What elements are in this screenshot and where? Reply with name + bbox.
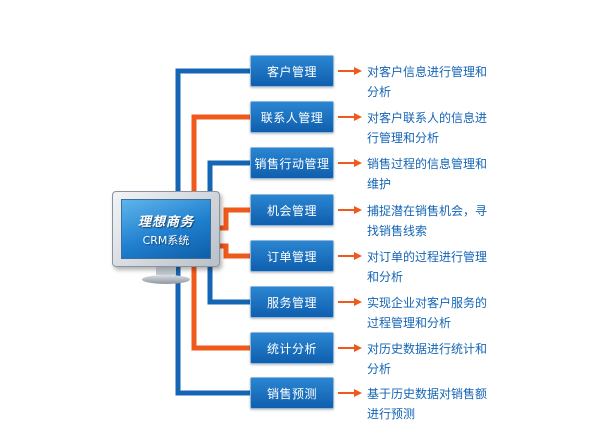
connector-wire — [214, 207, 250, 231]
module-box: 销售行动管理 — [250, 147, 334, 179]
description-line: 过程管理和分析 — [367, 316, 452, 330]
module-label: 机会管理 — [266, 203, 317, 218]
monitor-frame: 理想商务 CRM系统 — [112, 191, 220, 267]
module-description: 销售过程的信息管理和维护 — [367, 154, 495, 194]
module-description: 对历史数据进行统计和分析 — [367, 339, 495, 379]
module-box: 销售预测 — [250, 377, 334, 409]
module-box: 机会管理 — [250, 194, 334, 226]
arrow-right-icon — [338, 159, 362, 167]
monitor-base — [142, 275, 190, 284]
description-line: 进行预测 — [367, 407, 416, 421]
description-line: 销售过程的信息管理和 — [367, 157, 488, 171]
arrow-right-icon — [338, 67, 362, 75]
module-box: 客户管理 — [250, 55, 334, 87]
arrow-right-icon — [338, 113, 362, 121]
module-description: 实现企业对客户服务的过程管理和分析 — [367, 293, 495, 333]
description-line: 捕捉潜在销售机会，寻 — [367, 204, 488, 218]
module-label: 订单管理 — [266, 249, 317, 264]
description-line: 和分析 — [367, 270, 404, 284]
monitor-neck — [156, 267, 176, 275]
module-label: 统计分析 — [266, 341, 317, 356]
module-box: 统计分析 — [250, 332, 334, 364]
description-line: 对订单的过程进行管理 — [367, 250, 488, 264]
arrow-right-icon — [338, 206, 362, 214]
description-line: 分析 — [367, 362, 392, 376]
system-brand: 理想商务 — [137, 214, 194, 230]
module-label: 销售预测 — [266, 386, 317, 401]
crm-monitor-icon: 理想商务 CRM系统 — [112, 191, 220, 289]
description-line: 对客户信息进行管理和 — [367, 65, 488, 79]
module-description: 对客户信息进行管理和分析 — [367, 62, 495, 102]
module-box: 订单管理 — [250, 240, 334, 272]
arrow-right-icon — [338, 298, 362, 306]
description-line: 基于历史数据对销售额 — [367, 387, 488, 401]
connector-wire — [175, 68, 250, 213]
module-description: 基于历史数据对销售额进行预测 — [367, 384, 495, 424]
module-box: 服务管理 — [250, 286, 334, 318]
module-description: 捕捉潜在销售机会，寻找销售线索 — [367, 201, 495, 241]
module-label: 销售行动管理 — [254, 156, 330, 171]
arrow-right-icon — [338, 389, 362, 397]
description-line: 维护 — [367, 177, 392, 191]
description-line: 对客户联系人的信息进 — [367, 111, 488, 125]
arrow-right-icon — [338, 344, 362, 352]
description-line: 行管理和分析 — [367, 131, 440, 145]
connector-wire — [214, 243, 250, 259]
description-line: 实现企业对客户服务的 — [367, 296, 488, 310]
arrow-right-icon — [338, 252, 362, 260]
module-label: 联系人管理 — [260, 110, 324, 125]
description-line: 对历史数据进行统计和 — [367, 342, 488, 356]
system-name: CRM系统 — [142, 233, 190, 247]
module-box: 联系人管理 — [250, 101, 334, 133]
description-line: 找销售线索 — [367, 224, 428, 238]
module-label: 客户管理 — [266, 64, 317, 79]
monitor-screen: 理想商务 CRM系统 — [121, 199, 211, 259]
module-description: 对客户联系人的信息进行管理和分析 — [367, 108, 495, 148]
module-description: 对订单的过程进行管理和分析 — [367, 247, 495, 287]
description-line: 分析 — [367, 85, 392, 99]
module-label: 服务管理 — [266, 295, 317, 310]
